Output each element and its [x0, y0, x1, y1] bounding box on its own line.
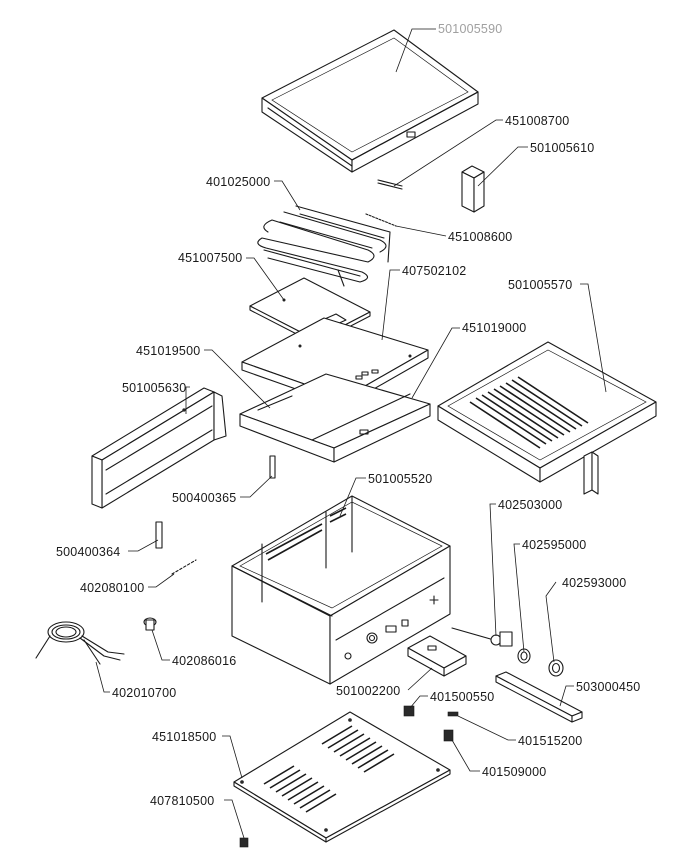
splash-501005630: [91, 387, 227, 509]
label-500400364: 500400364: [56, 545, 120, 559]
drawer-501002200: [407, 635, 467, 677]
part-labels: 501005590 451008700 501005610 401025000 …: [56, 22, 640, 808]
label-401025000: 401025000: [206, 175, 270, 189]
label-451007500: 451007500: [178, 251, 242, 265]
bracket-500400365: [269, 455, 276, 479]
label-501005630: 501005630: [122, 381, 186, 395]
label-402080100: 402080100: [80, 581, 144, 595]
part-rod-451008700: [377, 179, 403, 190]
label-402593000: 402593000: [562, 576, 626, 590]
power-cord-402010700: [35, 621, 125, 665]
foot-407810500: [239, 837, 249, 848]
label-401500550: 401500550: [430, 690, 494, 704]
body-501005520: [231, 495, 451, 685]
terminal-402080100: [171, 559, 197, 575]
label-402086016: 402086016: [172, 654, 236, 668]
label-451018500: 451018500: [152, 730, 216, 744]
griddle-ribs: [469, 376, 589, 449]
griddle-plate-smooth: [261, 29, 479, 173]
label-500400365: 500400365: [172, 491, 236, 505]
part-401500550: [403, 705, 415, 717]
label-402595000: 402595000: [522, 538, 586, 552]
label-501005610: 501005610: [530, 141, 594, 155]
leader-lines: [95, 28, 607, 839]
tray-451019000: [239, 373, 431, 463]
label-407810500: 407810500: [150, 794, 214, 808]
knob-402593000: [548, 659, 564, 677]
part-spring-451008600: [365, 213, 397, 227]
label-451019000: 451019000: [462, 321, 526, 335]
gland-402086016: [143, 617, 157, 631]
label-402010700: 402010700: [112, 686, 176, 700]
label-401509000: 401509000: [482, 765, 546, 779]
label-501002200: 501002200: [336, 684, 400, 698]
bar-503000450: [495, 671, 583, 723]
pin-401515200: [447, 711, 459, 717]
label-401515200: 401515200: [518, 734, 582, 748]
label-402503000: 402503000: [498, 498, 562, 512]
label-501005520: 501005520: [368, 472, 432, 486]
heating-element-401025000: [257, 205, 391, 287]
label-407502102: 407502102: [402, 264, 466, 278]
part-401509000: [443, 729, 454, 742]
vents-bottom: [263, 725, 395, 813]
label-451019500: 451019500: [136, 344, 200, 358]
vents-body: [265, 507, 347, 561]
label-503000450: 503000450: [576, 680, 640, 694]
label-451008700: 451008700: [505, 114, 569, 128]
label-451008600: 451008600: [448, 230, 512, 244]
griddle-plate-ribbed: [437, 341, 657, 495]
bottom-plate-451018500: [233, 711, 451, 843]
label-501005570: 501005570: [508, 278, 572, 292]
label-501005590: 501005590: [438, 22, 502, 36]
bracket-501005610: [461, 165, 485, 213]
thermostat-402503000: [451, 627, 513, 647]
bracket-500400364: [155, 521, 163, 549]
